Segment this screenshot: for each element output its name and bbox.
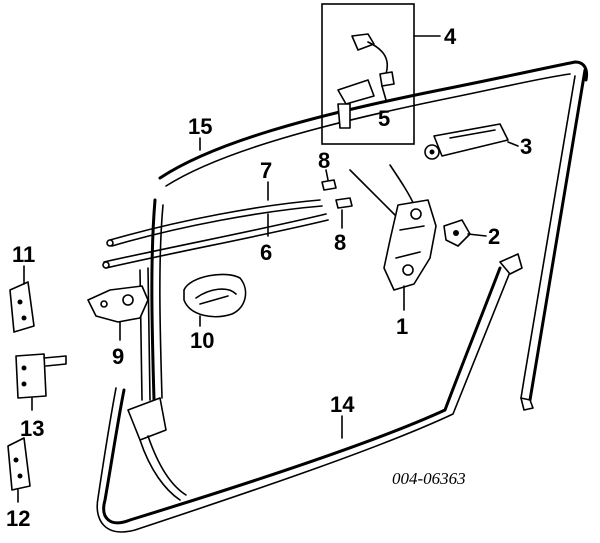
callout-10: 10 [190,328,214,353]
callout-12: 12 [6,506,30,531]
door-latch-1 [349,164,437,291]
callouts: 1 2 3 4 5 6 7 8 8 9 10 11 12 13 14 15 [6,24,532,531]
callout-1: 1 [396,314,408,339]
inside-handle-10 [183,273,247,318]
callout-11: 11 [12,242,35,267]
hinge-11 [9,281,35,333]
diagram-code: 004-06363 [392,469,466,488]
callout-8-lower: 8 [334,230,346,255]
callout-9: 9 [112,344,124,369]
handle-bracket-9 [87,285,149,323]
door-check-13 [15,353,67,399]
callout-13: 13 [20,416,44,441]
leader-lines [17,35,519,503]
callout-5: 5 [378,106,390,131]
door-frame [158,60,589,187]
outside-handle-3 [424,123,509,160]
callout-8-upper: 8 [318,148,330,173]
rod-clips-8 [321,179,353,209]
regulator-channel [127,267,187,501]
lock-cylinder-box [321,3,415,145]
weatherstrip-15 [150,198,164,402]
rear-run-channel [520,68,587,411]
callout-15: 15 [188,114,212,139]
striker-2 [443,219,471,247]
hinge-12 [7,437,31,491]
callout-6: 6 [260,240,272,265]
callout-14: 14 [330,392,355,417]
callout-3: 3 [520,134,532,159]
callout-7: 7 [260,158,272,183]
callout-4: 4 [444,24,457,49]
weatherstrip-14 [96,253,523,533]
lock-rods [102,199,329,269]
callout-2: 2 [488,224,500,249]
